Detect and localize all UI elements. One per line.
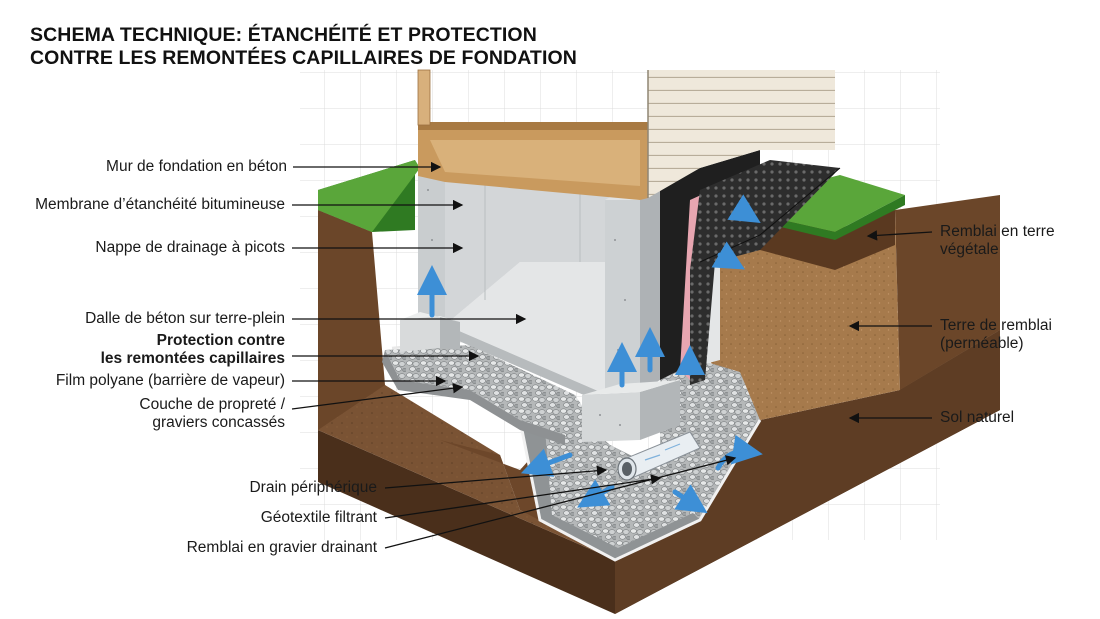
drainage-trench	[518, 360, 762, 562]
label-crushed-gravel-layer: Couche de propreté / graviers concassés	[139, 396, 285, 432]
house-wall	[417, 69, 835, 200]
label-topsoil-backfill: Remblai en terre végétale	[940, 223, 1055, 259]
label-capillary-protection-line-2: les remontées capillaires	[100, 350, 285, 367]
label-topsoil-line-1: Remblai en terre	[940, 223, 1055, 240]
label-topsoil-line-2: végétale	[940, 241, 999, 258]
label-foundation-wall: Mur de fondation en béton	[106, 158, 287, 175]
label-dimple-drainage-sheet: Nappe de drainage à picots	[95, 239, 285, 256]
diagram-title: SCHEMA TECHNIQUE: ÉTANCHÉITÉ ET PROTECTI…	[30, 24, 577, 70]
label-drainage-gravel-backfill: Remblai en gravier drainant	[186, 539, 377, 556]
label-permeable-backfill-line-2: (perméable)	[940, 335, 1024, 352]
water-flow-arrows	[417, 194, 763, 514]
label-capillary-protection: Protection contre les remontées capillai…	[101, 332, 285, 368]
label-crushed-gravel-line-2: graviers concassés	[152, 414, 285, 431]
label-permeable-backfill: Terre de remblai (perméable)	[940, 317, 1052, 353]
label-filter-geotextile: Géotextile filtrant	[260, 509, 377, 526]
soil-block	[318, 160, 1000, 614]
label-capillary-protection-line-1: Protection contre	[156, 332, 285, 349]
label-concrete-slab: Dalle de béton sur terre-plein	[85, 310, 285, 327]
leader-lines	[291, 161, 933, 549]
label-crushed-gravel-line-1: Couche de propreté /	[139, 396, 285, 413]
perimeter-drain-pipe	[617, 431, 701, 481]
title-line-2: CONTRE LES REMONTÉES CAPILLAIRES DE FOND…	[30, 47, 577, 69]
label-vapor-barrier-film: Film polyane (barrière de vapeur)	[55, 372, 285, 389]
label-bituminous-membrane: Membrane d’étanchéité bitumineuse	[35, 196, 285, 213]
label-perimeter-drain: Drain périphérique	[249, 479, 377, 496]
label-permeable-backfill-line-1: Terre de remblai	[940, 317, 1052, 334]
title-line-1: SCHEMA TECHNIQUE: ÉTANCHÉITÉ ET PROTECTI…	[30, 24, 537, 46]
label-natural-soil: Sol naturel	[940, 409, 1015, 426]
